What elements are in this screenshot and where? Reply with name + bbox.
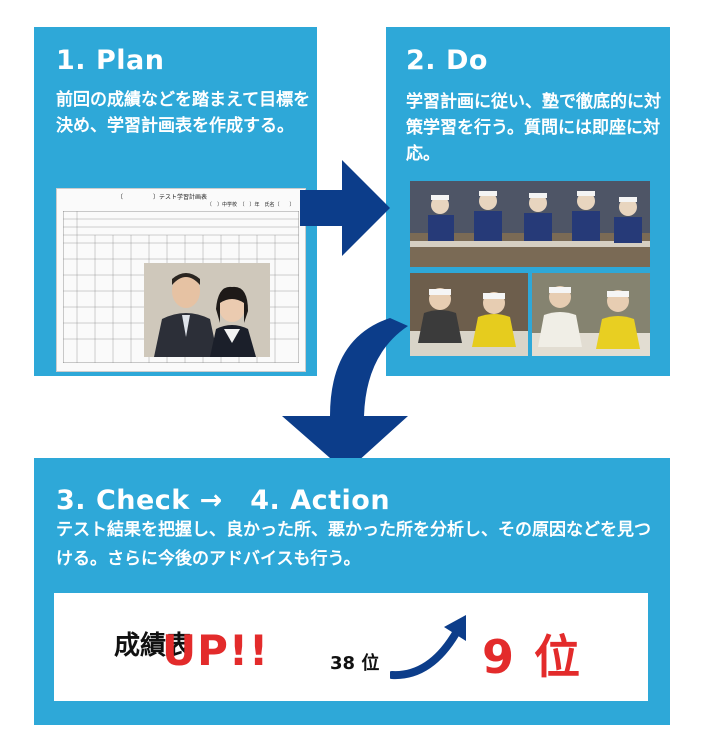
- arrow-right-icon: [300, 160, 390, 256]
- report-card-label: 成績表: [114, 631, 193, 661]
- sheet-meta: 〔 〕中学校 〔 〕年 氏名〔 〕: [207, 202, 295, 208]
- do-title: 2. Do: [406, 45, 488, 76]
- student-illustration-left: [410, 273, 528, 356]
- arrow-curve-down-icon: [282, 318, 408, 472]
- student-photo-right: [532, 273, 650, 356]
- do-panel: 2. Do 学習計画に従い、塾で徹底的に対策学習を行う。質問には即座に対応。: [386, 27, 670, 376]
- plan-text: 前回の成績などを踏まえて目標を決め、学習計画表を作成する。: [56, 90, 311, 136]
- classroom-illustration: [410, 181, 650, 267]
- check-action-panel: 3. Check → 4. Action テスト結果を把握し、良かった所、悪かっ…: [34, 458, 670, 725]
- plan-title: 1. Plan: [56, 45, 165, 76]
- up-label: UP!!: [162, 626, 270, 675]
- student-illustration-right: [532, 273, 650, 356]
- check-action-title: 3. Check → 4. Action: [56, 485, 391, 516]
- teacher-student-photo: [144, 263, 270, 357]
- classroom-photo: [410, 181, 650, 267]
- rank-after: 9 位: [482, 630, 583, 684]
- check-action-text: テスト結果を把握し、良かった所、悪かった所を分析し、その原因などを見つける。さら…: [56, 520, 651, 569]
- rank-before: 38 位: [330, 653, 380, 674]
- sheet-title: 〔 〕テスト学習計画表: [117, 194, 208, 201]
- student-photo-left: [410, 273, 528, 356]
- plan-panel: 1. Plan 前回の成績などを踏まえて目標を決め、学習計画表を作成する。 〔 …: [34, 27, 317, 376]
- do-text: 学習計画に従い、塾で徹底的に対策学習を行う。質問には即座に対応。: [406, 92, 661, 164]
- teacher-student-illustration: [144, 263, 270, 357]
- rising-arrow-icon: [390, 615, 466, 680]
- result-box: 成績表 UP!! 38 位 9 位: [54, 593, 648, 701]
